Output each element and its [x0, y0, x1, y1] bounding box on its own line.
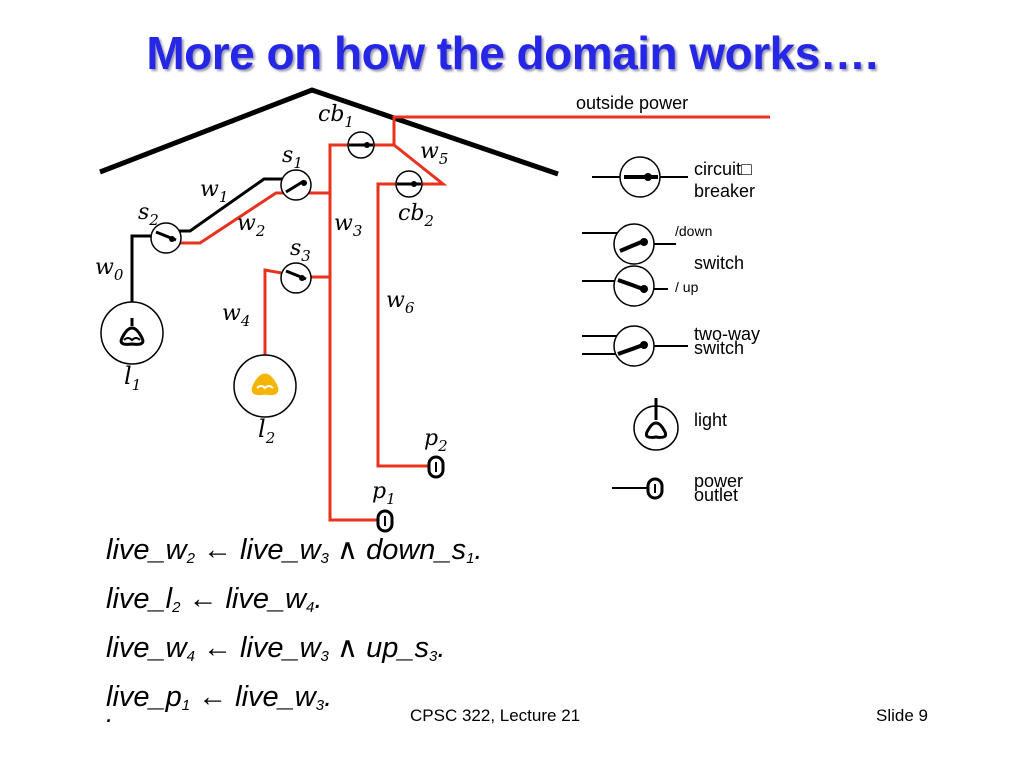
label-cb1: cb1 — [318, 102, 354, 131]
label-w1: w1 — [200, 177, 228, 206]
wire-w0 — [130, 234, 158, 318]
light-l2 — [233, 354, 297, 418]
label-w0: w0 — [95, 255, 124, 284]
label-w2: w2 — [237, 211, 265, 240]
legend-up-switch-icon — [582, 265, 668, 307]
legend-power-outlet-icon — [612, 477, 664, 500]
legend-up-label: / up — [675, 279, 699, 295]
power-outlet-p1 — [376, 509, 394, 533]
legend-circuit-breaker-icon — [592, 156, 688, 198]
rule-row: live_p1←live_w3. — [106, 681, 333, 714]
outside-power-label: outside power — [576, 93, 688, 113]
label-p2: p2 — [424, 426, 448, 455]
legend-circuit-breaker-label-1: circuit□ — [694, 159, 752, 179]
legend-down-label: /down — [675, 223, 712, 239]
legend-circuit-breaker-label-2: breaker — [694, 181, 755, 201]
label-s2: s2 — [138, 200, 159, 229]
legend-down-switch-icon — [582, 223, 676, 265]
slide-title: More on how the domain works…. — [146, 27, 878, 79]
label-l1: l1 — [124, 362, 141, 394]
label-p1: p1 — [372, 479, 396, 508]
wire-outside-power — [392, 115, 770, 145]
footer-slide-number: Slide 9 — [876, 706, 928, 725]
wire-w6 — [376, 182, 432, 468]
legend-power-outlet-label-1: power — [694, 471, 743, 491]
legend: circuit□ breaker /down switch / up — [582, 156, 760, 505]
footer-left: . — [106, 698, 114, 728]
circuit-breaker-cb1 — [347, 131, 375, 159]
house-roof — [99, 87, 559, 177]
wire-cb1-to-w3 — [328, 143, 380, 522]
label-s1: s1 — [282, 143, 303, 172]
switch-s1 — [280, 169, 312, 201]
label-w6: w6 — [386, 288, 415, 317]
legend-two-way-label-1: two-way — [694, 324, 760, 344]
circuit-breaker-cb2 — [395, 170, 423, 198]
label-w3: w3 — [334, 211, 362, 240]
legend-switch-label: switch — [694, 253, 744, 273]
legend-two-way-label-2: switch — [694, 338, 744, 358]
legend-light-icon — [633, 398, 679, 451]
wire-w5 — [368, 143, 448, 186]
rule-row: live_l2←live_w4. — [106, 583, 323, 616]
rule-row: live_w2←live_w3∧down_s1. — [106, 534, 483, 567]
label-w5: w5 — [420, 139, 448, 168]
rule-row: live_w4←live_w3∧up_s3. — [106, 632, 446, 665]
switch-s3 — [280, 262, 312, 294]
legend-power-outlet-label-2: outlet — [694, 485, 738, 505]
power-outlet-p2 — [427, 455, 445, 479]
logic-rules: live_w2←live_w3∧down_s1. live_l2←live_w4… — [106, 530, 482, 726]
label-l2: l2 — [258, 415, 275, 447]
light-l1 — [100, 301, 164, 365]
switch-s2 — [150, 222, 182, 254]
live-wires — [168, 115, 770, 522]
footer-course: CPSC 322, Lecture 21 — [410, 706, 581, 725]
label-cb2: cb2 — [398, 201, 434, 230]
legend-light-label: light — [694, 410, 727, 430]
legend-two-way-switch-icon — [582, 325, 688, 367]
label-s3: s3 — [290, 236, 311, 265]
wire-w2 — [168, 191, 330, 245]
label-w4: w4 — [222, 301, 250, 330]
